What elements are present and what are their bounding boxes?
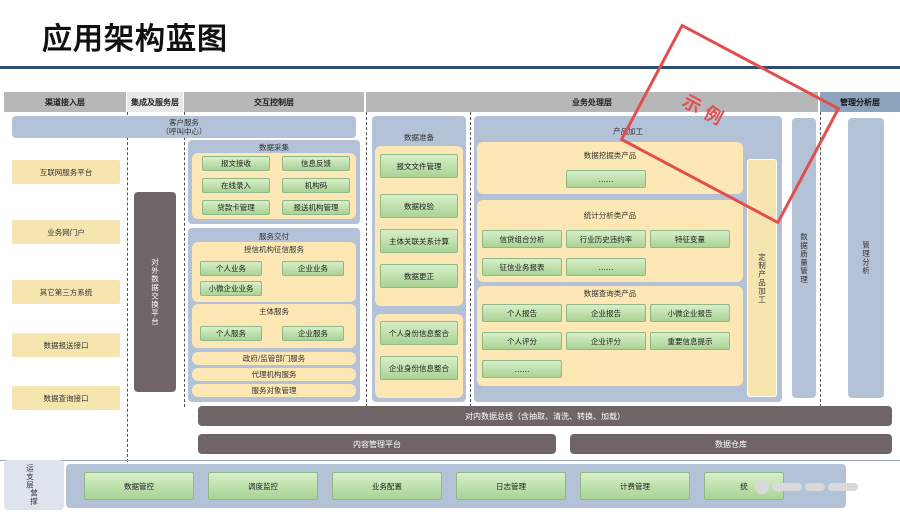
query-item: …… xyxy=(482,360,562,378)
separator xyxy=(820,112,821,407)
product-title: 产品加工 xyxy=(613,127,643,136)
data-prep-title: 数据准备 xyxy=(404,133,434,142)
prep-item: 数据更正 xyxy=(380,264,458,288)
stats-item: 征信业务报表 xyxy=(482,258,562,276)
data-prep-panel: 数据准备 报文文件管理 数据校验 主体关联关系计算 数据更正 个人身份信息整合 … xyxy=(372,116,466,402)
data-warehouse: 数据仓库 xyxy=(570,434,892,454)
separator xyxy=(366,112,367,407)
query-item: 个人报告 xyxy=(482,304,562,322)
page-title: 应用架构蓝图 xyxy=(42,22,228,57)
prep-item: 企业身份信息整合 xyxy=(380,356,458,380)
header-channel: 渠道接入层 xyxy=(4,92,126,112)
stats-item: 特征变量 xyxy=(650,230,730,248)
header-management: 管理分析层 xyxy=(820,92,900,112)
collection-item: 机构码 xyxy=(282,178,350,193)
service-bar: 代理机构服务 xyxy=(192,368,356,381)
query-item: 个人评分 xyxy=(482,332,562,350)
ops-item: 计费管理 xyxy=(580,472,690,500)
header-interaction: 交互控制层 xyxy=(184,92,364,112)
watermark-icon xyxy=(755,478,875,496)
header-integration: 集成及服务层 xyxy=(127,92,183,112)
data-quality-column: 数据质量管理 xyxy=(792,118,816,398)
subject-item: 个人服务 xyxy=(200,326,262,341)
credit-item: 个人业务 xyxy=(200,261,262,276)
stats-title: 统计分析类产品 xyxy=(583,211,637,220)
product-panel: 产品加工 数据挖掘类产品 …… 统计分析类产品 信贷组合分析 行业历史违约率 特… xyxy=(474,116,782,402)
service-delivery-panel: 服务交付 授信机构征信服务 个人业务 企业业务 小微企业业务 主体服务 个人服务… xyxy=(188,228,360,402)
query-item: 企业评分 xyxy=(566,332,646,350)
ops-item: 数据管控 xyxy=(84,472,194,500)
channel-item: 互联网服务平台 xyxy=(12,160,120,184)
ops-label-b: 营撑 xyxy=(29,489,39,507)
separator xyxy=(127,112,128,462)
mining-item: …… xyxy=(566,170,646,188)
channel-item: 数据报送接口 xyxy=(12,333,120,357)
credit-service-title: 授信机构征信服务 xyxy=(244,245,304,254)
prep-item: 数据校验 xyxy=(380,194,458,218)
ops-item: 业务配置 xyxy=(332,472,442,500)
prep-item: 报文文件管理 xyxy=(380,154,458,178)
collection-item: 在线录入 xyxy=(202,178,270,193)
collection-item: 报送机构管理 xyxy=(282,200,350,215)
channel-item: 业务网门户 xyxy=(12,220,120,244)
custom-product: 定制产品加工 xyxy=(748,160,776,396)
query-item: 小微企业报告 xyxy=(650,304,730,322)
service-bar: 政府/监管部门服务 xyxy=(192,352,356,365)
credit-item: 小微企业业务 xyxy=(200,281,262,296)
separator xyxy=(184,112,185,407)
title-underline xyxy=(0,66,900,69)
service-bar: 服务对象管理 xyxy=(192,384,356,397)
channel-item: 数据查询接口 xyxy=(12,386,120,410)
subject-service-title: 主体服务 xyxy=(259,307,289,316)
service-delivery-title: 服务交付 xyxy=(259,232,289,241)
data-collection-title: 数据采集 xyxy=(259,143,289,152)
query-item: 企业报告 xyxy=(566,304,646,322)
content-platform: 内容管理平台 xyxy=(198,434,556,454)
prep-item: 个人身份信息整合 xyxy=(380,321,458,345)
mining-title: 数据挖掘类产品 xyxy=(583,151,637,160)
separator xyxy=(470,112,471,407)
query-item: 重要信息提示 xyxy=(650,332,730,350)
collection-item: 信息反馈 xyxy=(282,156,350,171)
ops-label: 运支层 营撑 xyxy=(4,460,64,510)
collection-item: 报文接收 xyxy=(202,156,270,171)
collection-item: 贷款卡管理 xyxy=(202,200,270,215)
ops-item: 调度监控 xyxy=(208,472,318,500)
credit-item: 企业业务 xyxy=(282,261,344,276)
stats-item: 信贷组合分析 xyxy=(482,230,562,248)
internal-data-bus: 对内数据总线（含抽取、清洗、转换、加载） xyxy=(198,406,892,426)
stats-item: …… xyxy=(566,258,646,276)
management-analysis-column: 管理分析 xyxy=(848,118,884,398)
prep-item: 主体关联关系计算 xyxy=(380,229,458,253)
header-business: 业务处理层 xyxy=(366,92,818,112)
ops-divider xyxy=(0,460,900,461)
channel-item: 其它第三方系统 xyxy=(12,280,120,304)
subject-item: 企业服务 xyxy=(282,326,344,341)
data-collection-panel: 数据采集 报文接收 信息反馈 在线录入 机构码 贷款卡管理 报送机构管理 xyxy=(188,140,360,224)
exchange-platform: 对外数据交换平台 xyxy=(134,192,176,392)
stats-item: 行业历史违约率 xyxy=(566,230,646,248)
customer-service-bar: 客户服务 （呼叫中心） xyxy=(12,116,356,138)
ops-item: 日志管理 xyxy=(456,472,566,500)
query-title: 数据查询类产品 xyxy=(583,289,637,298)
ops-label-a: 运支层 xyxy=(25,463,35,490)
ops-item: 统 xyxy=(704,472,784,500)
